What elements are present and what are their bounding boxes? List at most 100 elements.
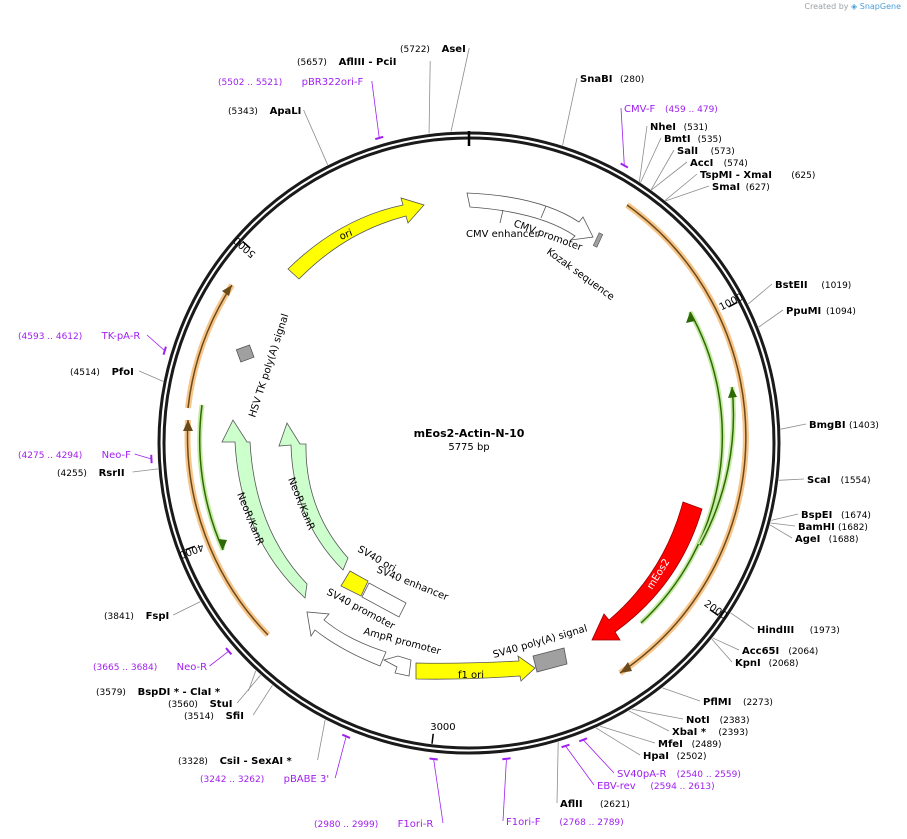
site-pfoi[interactable]: (4514)PfoI bbox=[70, 367, 164, 382]
site-bamhi[interactable]: (1682)BamHI bbox=[770, 522, 868, 533]
site-scai[interactable]: (1554)ScaI bbox=[778, 475, 871, 486]
site-pos: (2393) bbox=[718, 728, 748, 738]
site-leader bbox=[562, 77, 578, 146]
site-kpni[interactable]: (2068)KpnI bbox=[711, 638, 799, 669]
site-hindiii[interactable]: (1973)HindIII bbox=[730, 612, 840, 636]
primer-ebvrev[interactable]: (2594 .. 2613)EBV-rev bbox=[561, 743, 715, 792]
site-smai[interactable]: (627)SmaI bbox=[665, 182, 770, 202]
orf-left-bottom-arrow bbox=[183, 420, 193, 431]
site-name: AflIII - PciI bbox=[339, 57, 397, 68]
primer-neor[interactable]: (3665 .. 3684)Neo-R bbox=[93, 647, 233, 673]
site-asei[interactable]: (5722)AseI bbox=[400, 44, 470, 132]
site-tspmi[interactable]: (625)TspMI - XmaI bbox=[664, 170, 815, 201]
site-name: PflMI bbox=[703, 697, 731, 708]
primer-mark bbox=[502, 757, 511, 761]
primer-tkpar[interactable]: (4593 .. 4612)TK-pA-R bbox=[18, 331, 167, 355]
site-leader bbox=[664, 173, 698, 201]
site-hpai[interactable]: (2502)HpaI bbox=[595, 727, 707, 762]
site-csii[interactable]: (3328) CsiI - SexAI * bbox=[178, 719, 326, 767]
snapgene-credit: Created by ◈ SnapGene bbox=[804, 2, 901, 11]
primer-leader bbox=[502, 758, 507, 822]
site-bspdi[interactable]: (3579)BspDI * - ClaI * bbox=[96, 670, 257, 698]
site-name: CsiI - SexAI * bbox=[220, 756, 293, 767]
site-name: ScaI bbox=[807, 475, 831, 486]
ori-arrow bbox=[287, 197, 425, 280]
site-apali[interactable]: (5343)ApaLI bbox=[228, 106, 329, 165]
site-afliii2[interactable]: (2621)AflII bbox=[556, 741, 630, 810]
site-name: StuI bbox=[210, 699, 233, 710]
site-leader bbox=[132, 468, 159, 473]
site-fspi[interactable]: (3841)FspI bbox=[104, 601, 201, 622]
site-bmti[interactable]: (535)BmtI bbox=[640, 134, 722, 183]
orf-left-bottom-line bbox=[186, 419, 269, 636]
site-name: AflII bbox=[560, 799, 583, 810]
sv40-polya-box bbox=[532, 647, 568, 673]
site-snabi[interactable]: (280)SnaBI bbox=[562, 74, 645, 146]
hsv-tk-label: HSV TK poly(A) signal bbox=[247, 313, 291, 419]
primer-sv40par[interactable]: (2540 .. 2559)SV40pA-R bbox=[578, 737, 741, 780]
site-mfei[interactable]: (2489)MfeI bbox=[599, 725, 722, 750]
site-xbai[interactable]: (2393)XbaI * bbox=[628, 710, 748, 738]
site-name: KpnI bbox=[735, 658, 761, 669]
site-agei[interactable]: (1688)AgeI bbox=[769, 524, 859, 545]
site-bsteii[interactable]: (1019)BstEII bbox=[748, 280, 851, 305]
site-rsrii[interactable]: (4255)RsrII bbox=[57, 468, 159, 479]
meos2-arrow bbox=[591, 501, 703, 641]
kozak-box bbox=[592, 232, 604, 248]
site-name: SfiI bbox=[226, 711, 244, 722]
site-leader bbox=[139, 370, 164, 382]
primer-f1orir[interactable]: (2980 .. 2999)F1ori-R bbox=[314, 757, 444, 830]
site-pos: (5343) bbox=[228, 107, 258, 117]
site-leader bbox=[303, 109, 329, 165]
primer-pbr322[interactable]: (5502 .. 5521)pBR322ori-F bbox=[218, 77, 384, 141]
primer-pbabe[interactable]: (3242 .. 3262)pBABE 3' bbox=[200, 733, 351, 785]
site-name: AseI bbox=[442, 44, 466, 55]
kozak-label: Kozak sequence bbox=[544, 247, 616, 303]
credit-prefix: Created by bbox=[804, 2, 849, 11]
orf-green-a-line bbox=[640, 311, 724, 624]
site-name: TspMI - XmaI bbox=[700, 170, 772, 181]
site-afliii[interactable]: (5657)AflIII - PciI bbox=[297, 57, 431, 134]
site-name: MfeI bbox=[658, 739, 683, 750]
site-leader bbox=[651, 161, 688, 191]
primer-pos: (4593 .. 4612) bbox=[18, 332, 82, 342]
site-ppumi[interactable]: (1094)PpuMI bbox=[758, 306, 856, 328]
site-pflmi[interactable]: (2273)PflMI bbox=[662, 687, 773, 708]
primer-f1orif[interactable]: (2768 .. 2789)F1ori-F bbox=[502, 757, 624, 828]
site-pos: (3328) bbox=[178, 757, 208, 767]
sv40-ori-box bbox=[340, 570, 369, 597]
primer-cmvf[interactable]: (459 .. 479)CMV-F bbox=[620, 104, 718, 169]
site-leader bbox=[662, 687, 701, 702]
site-leader bbox=[769, 524, 793, 539]
site-pos: (574) bbox=[724, 159, 748, 169]
site-leader bbox=[450, 47, 470, 132]
primer-pos: (459 .. 479) bbox=[665, 105, 718, 115]
site-sfii[interactable]: (3514)SfiI bbox=[184, 685, 273, 722]
site-name: HindIII bbox=[757, 625, 794, 636]
primer-name: Neo-F bbox=[102, 450, 132, 461]
site-pos: (2064) bbox=[788, 647, 818, 657]
site-name: BspDI * - ClaI * bbox=[138, 687, 221, 698]
site-noti[interactable]: (2383)NotI bbox=[631, 708, 750, 726]
restriction-sites: (5722)AseI(5657)AflIII - PciI(5343)ApaLI… bbox=[57, 44, 879, 810]
site-pos: (280) bbox=[620, 75, 644, 85]
site-nhei[interactable]: (531)NheI bbox=[638, 122, 708, 182]
site-stui[interactable]: (3560)StuI bbox=[168, 674, 261, 710]
site-leader bbox=[556, 741, 559, 804]
site-pos: (3841) bbox=[104, 612, 134, 622]
site-leader bbox=[711, 638, 733, 663]
site-acci[interactable]: (574)AccI bbox=[651, 158, 748, 191]
site-sali[interactable]: (573)SalI bbox=[650, 146, 735, 190]
primer-neof[interactable]: (4275 .. 4294)Neo-F bbox=[18, 450, 153, 464]
orf-green-b-line bbox=[699, 386, 735, 546]
site-name: SalI bbox=[677, 146, 698, 157]
site-pos: (1094) bbox=[826, 307, 856, 317]
site-name: BmtI bbox=[664, 134, 691, 145]
site-bspei[interactable]: (1674)BspEI bbox=[771, 510, 871, 521]
orf-green-b-arrow bbox=[728, 387, 737, 398]
site-bmgbi[interactable]: (1403)BmgBI bbox=[780, 420, 879, 431]
site-leader bbox=[638, 125, 648, 182]
site-leader bbox=[428, 60, 431, 134]
site-acc65i[interactable]: (2064)Acc65I bbox=[712, 637, 819, 657]
site-name: RsrII bbox=[99, 468, 125, 479]
